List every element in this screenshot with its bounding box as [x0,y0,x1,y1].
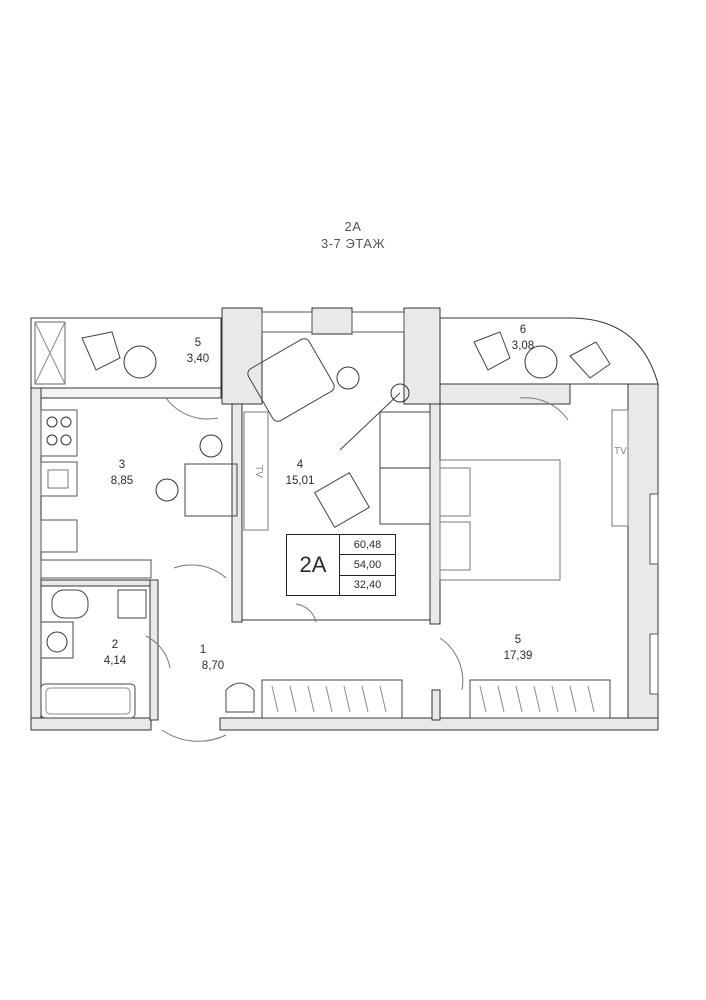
room-area: 17,39 [503,650,533,662]
room-area: 15,01 [285,475,315,487]
area-summary-box: 2А 60,48 54,00 32,40 [286,534,396,596]
living-area: 54,00 [340,555,395,576]
room-number: 2 [111,639,119,651]
apartment-title: 2А [344,219,362,234]
room-number: 6 [519,324,527,336]
tv-label: TV [252,465,264,478]
room-area: 3,40 [186,353,210,365]
tv-label: TV [614,446,627,457]
room-number: 4 [296,459,304,471]
room-number: 5 [514,634,522,646]
balcony-left-glazing [34,321,66,385]
room-area: 8,85 [110,475,134,487]
room-area: 4,14 [103,655,127,667]
total-area: 60,48 [340,535,395,556]
room-number: 1 [199,644,207,656]
area-values: 60,48 54,00 32,40 [340,535,395,595]
room-area: 8,70 [201,660,225,672]
floor-range: 3-7 ЭТАЖ [321,236,385,251]
room-number: 5 [194,337,202,349]
apartment-code: 2А [287,535,340,595]
other-area: 32,40 [353,579,382,592]
room-number: 3 [118,459,126,471]
room-area: 3,08 [511,340,535,352]
